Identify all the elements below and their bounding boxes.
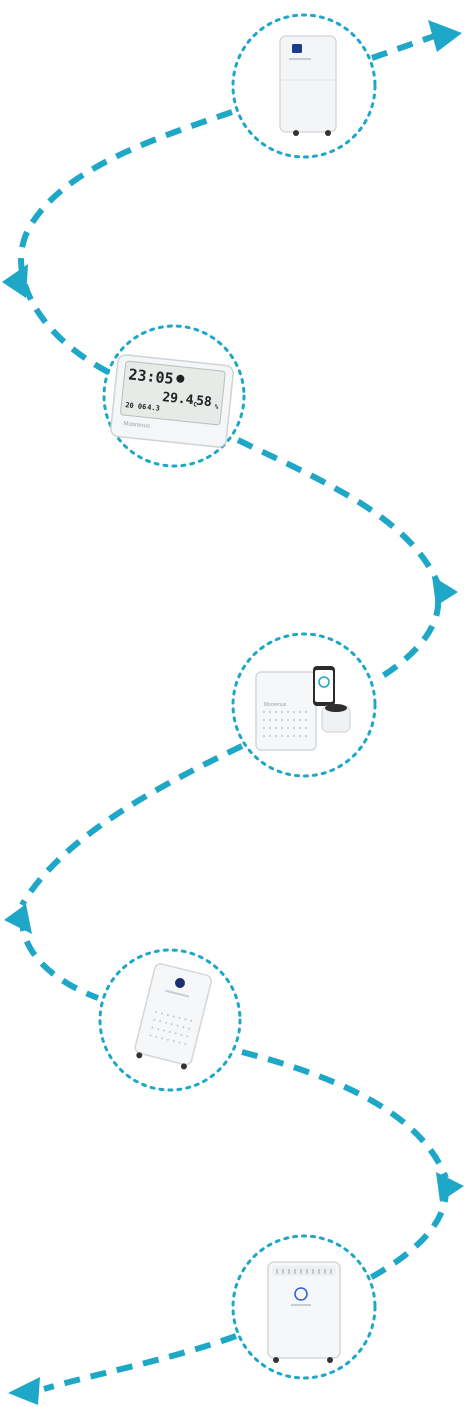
lcd-temp-unit: °C [189, 401, 197, 409]
weather-station-icon: 23:05 29.4 °C 58 % 20 06 4.3 Moorenus [110, 354, 234, 448]
arrow-head-right-1 [432, 576, 458, 606]
dehumidifier-icon [279, 35, 337, 136]
lcd-sub: 4.3 [147, 403, 160, 412]
lcd-time: 23:05 [128, 365, 175, 388]
air-purifier-icon: Moorenus [255, 666, 351, 751]
milestone-5 [231, 1234, 377, 1380]
milestone-1 [231, 13, 377, 159]
arrow-head-right-2 [436, 1172, 464, 1202]
lcd-date: 20 06 [125, 401, 147, 411]
lcd-temperature: 29.4 [162, 390, 195, 408]
arrow-head-bottom-left [8, 1377, 40, 1405]
milestone-4 [98, 948, 242, 1092]
arrow-head-top-right [428, 20, 462, 52]
air-purifier-tower-icon [134, 963, 212, 1070]
dehumidifier-large-icon [267, 1261, 341, 1363]
route-path [18, 31, 450, 1392]
arrow-head-left-2 [4, 904, 32, 934]
lcd-humidity: 58 [195, 394, 212, 411]
purifier-brand: Moorenus [264, 702, 287, 708]
lcd-humidity-unit: % [214, 404, 219, 411]
milestone-2: 23:05 29.4 °C 58 % 20 06 4.3 Moorenus [102, 324, 246, 468]
device-brand: Moorenus [123, 421, 150, 430]
milestone-3: Moorenus [231, 632, 377, 778]
arrow-head-left-1 [2, 264, 28, 298]
